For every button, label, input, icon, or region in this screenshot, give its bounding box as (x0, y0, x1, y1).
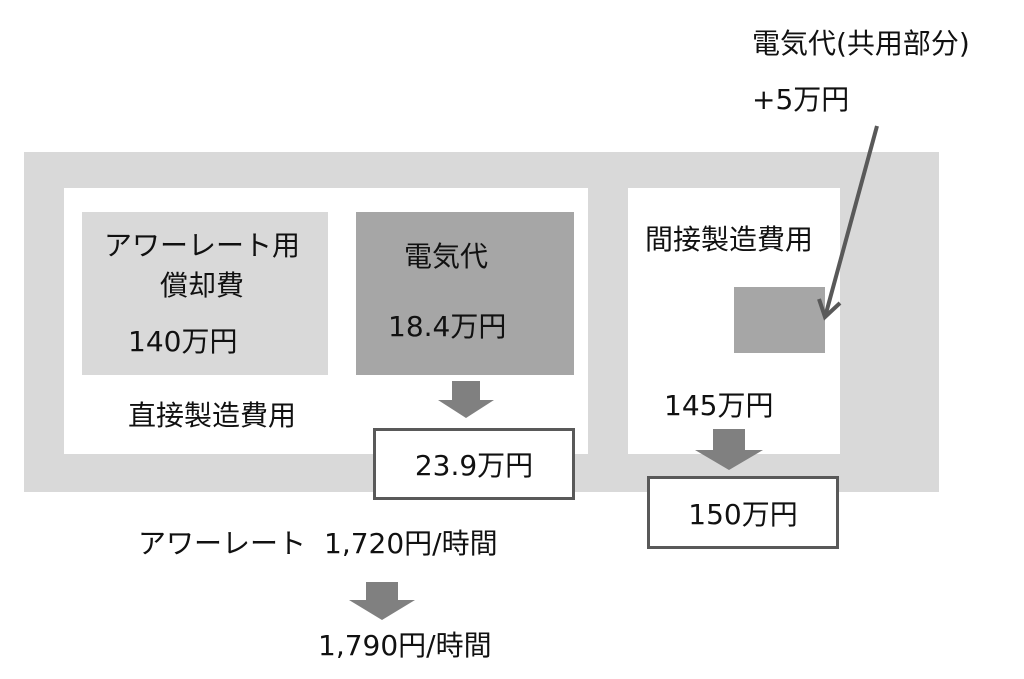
shared-electricity-box (734, 287, 825, 353)
pointer-arrow-icon (823, 125, 879, 318)
depreciation-value: 140万円 (128, 325, 238, 358)
hour-rate-after: 1,790円/時間 (318, 629, 492, 662)
electricity-result-value: 23.9万円 (414, 449, 534, 482)
indirect-costs-label: 間接製造費用 (645, 223, 814, 256)
depreciation-label-line2: 償却費 (159, 269, 244, 302)
down-arrow-icon (438, 381, 494, 418)
electricity-box (356, 212, 574, 375)
indirect-result-box: 150万円 (647, 476, 839, 549)
down-arrow-icon (695, 429, 763, 470)
down-arrow-icon (349, 582, 415, 620)
indirect-result-value: 150万円 (688, 497, 798, 531)
hour-rate-before: 1,720円/時間 (324, 527, 498, 560)
electricity-label: 電気代 (404, 240, 489, 273)
electricity-value: 18.4万円 (388, 310, 507, 343)
hour-rate-label: アワーレート (138, 527, 307, 560)
pointer-arrowhead-icon (817, 298, 842, 321)
direct-costs-label: 直接製造費用 (128, 399, 297, 432)
annotation-title: 電気代(共用部分) (752, 27, 970, 60)
depreciation-label-line1: アワーレート用 (103, 229, 300, 262)
annotation-value: +5万円 (752, 83, 850, 116)
depreciation-box (82, 212, 328, 375)
indirect-costs-value: 145万円 (664, 389, 774, 422)
electricity-result-box: 23.9万円 (373, 428, 575, 500)
